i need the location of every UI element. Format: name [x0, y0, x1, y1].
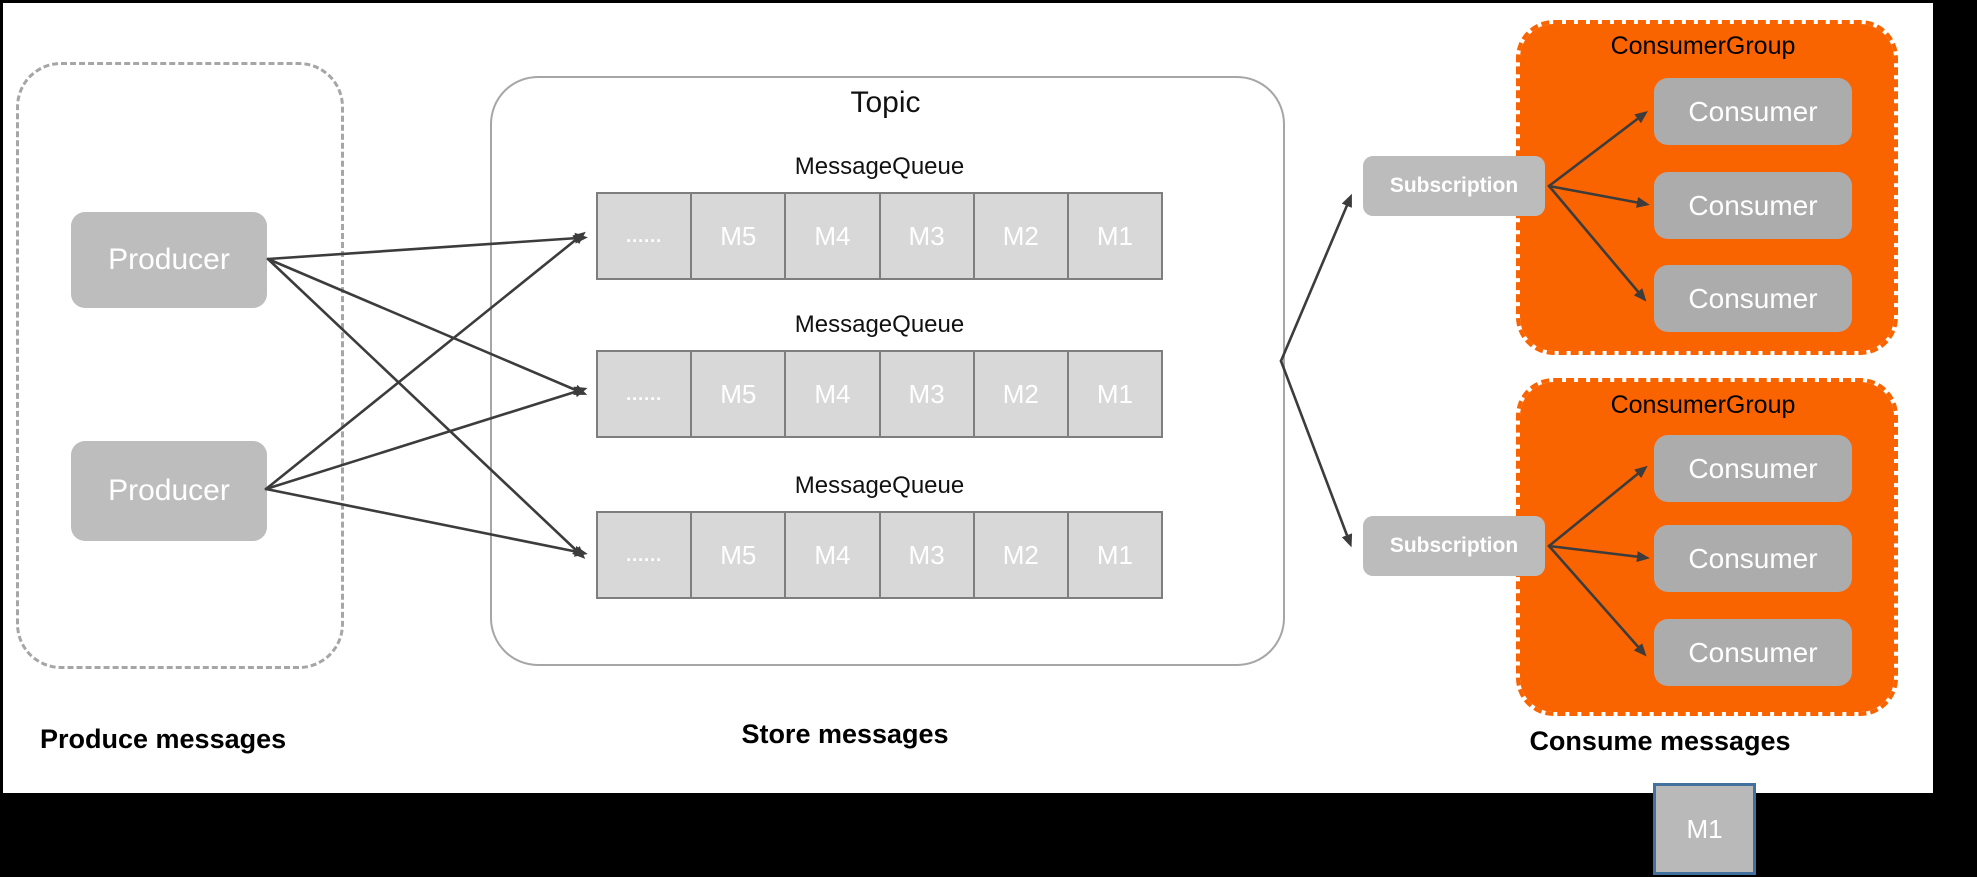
consumer-box: Consumer	[1654, 265, 1852, 332]
queue-cell: ......	[596, 192, 693, 280]
consume-messages-label: Consume messages	[1529, 726, 1791, 756]
message-queue-row: ...... M5 M4 M3 M2 M1	[596, 511, 1164, 599]
consumer-label: Consumer	[1688, 542, 1818, 574]
message-queue-row: ...... M5 M4 M3 M2 M1	[596, 192, 1164, 280]
produce-messages-label: Produce messages	[40, 724, 287, 754]
consumer-box: Consumer	[1654, 78, 1852, 145]
queue-cell: M2	[972, 350, 1069, 438]
queue-cell: M3	[878, 350, 975, 438]
consumer-label: Consumer	[1688, 189, 1818, 221]
consumer-label: Consumer	[1688, 95, 1818, 127]
message-queue-label: MessageQueue	[794, 472, 965, 499]
queue-cell: M5	[690, 350, 787, 438]
queue-cell: M4	[784, 192, 881, 280]
queue-cell: M3	[878, 192, 975, 280]
consumer-box: Consumer	[1654, 525, 1852, 592]
queue-cell: M3	[878, 511, 975, 599]
message-queue-label: MessageQueue	[794, 153, 965, 180]
subscription-label: Subscription	[1389, 534, 1519, 557]
consumer-label: Consumer	[1688, 452, 1818, 484]
queue-cell: M5	[690, 511, 787, 599]
queue-cell: M4	[784, 350, 881, 438]
queue-cell: M1	[1066, 511, 1164, 599]
message-queue-label: MessageQueue	[794, 311, 965, 338]
consumer-box: Consumer	[1654, 172, 1852, 239]
consumer-group-title: ConsumerGroup	[1610, 391, 1796, 419]
subscription-label: Subscription	[1389, 174, 1519, 197]
consumer-group-title: ConsumerGroup	[1610, 32, 1796, 60]
message-queue-row: ...... M5 M4 M3 M2 M1	[596, 350, 1164, 438]
subscription-box: Subscription	[1363, 156, 1545, 216]
producer-box: Producer	[71, 441, 267, 541]
subscription-box: Subscription	[1363, 516, 1545, 576]
producer-group-outline	[16, 62, 344, 669]
consumer-box: Consumer	[1654, 619, 1852, 686]
queue-cell: M1	[1066, 192, 1164, 280]
producer-box: Producer	[71, 212, 267, 308]
store-messages-label: Store messages	[741, 719, 949, 749]
queue-cell: M4	[784, 511, 881, 599]
legend-m1-box: M1	[1653, 783, 1756, 875]
queue-cell: ......	[596, 511, 693, 599]
topic-title: Topic	[850, 86, 921, 119]
queue-cell: M2	[972, 192, 1069, 280]
queue-cell: ......	[596, 350, 693, 438]
consumer-label: Consumer	[1688, 636, 1818, 668]
queue-cell: M1	[1066, 350, 1164, 438]
producer-label: Producer	[108, 243, 230, 276]
producer-label: Producer	[108, 474, 230, 507]
consumer-label: Consumer	[1688, 282, 1818, 314]
consumer-box: Consumer	[1654, 435, 1852, 502]
queue-cell: M5	[690, 192, 787, 280]
queue-cell: M2	[972, 511, 1069, 599]
legend-m1-label: M1	[1686, 813, 1723, 844]
